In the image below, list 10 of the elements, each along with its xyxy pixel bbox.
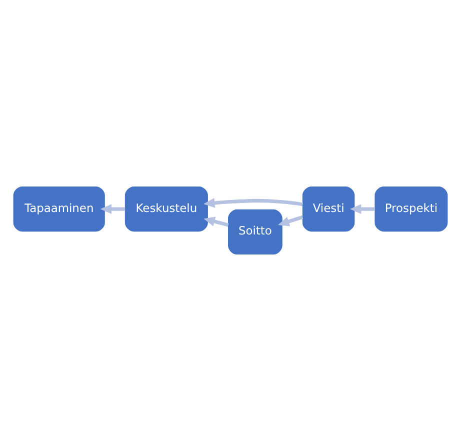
node-box: Keskustelu: [124, 186, 208, 232]
arrow: [204, 216, 229, 227]
node-box: Prospekti: [374, 186, 448, 232]
node-box: Viesti: [302, 186, 355, 232]
arrow: [350, 204, 375, 214]
node-box: Soitto: [228, 209, 282, 254]
arrow: [100, 204, 126, 214]
arrow: [203, 198, 303, 208]
node-box: Tapaaminen: [13, 186, 105, 232]
arrow: [278, 215, 304, 226]
